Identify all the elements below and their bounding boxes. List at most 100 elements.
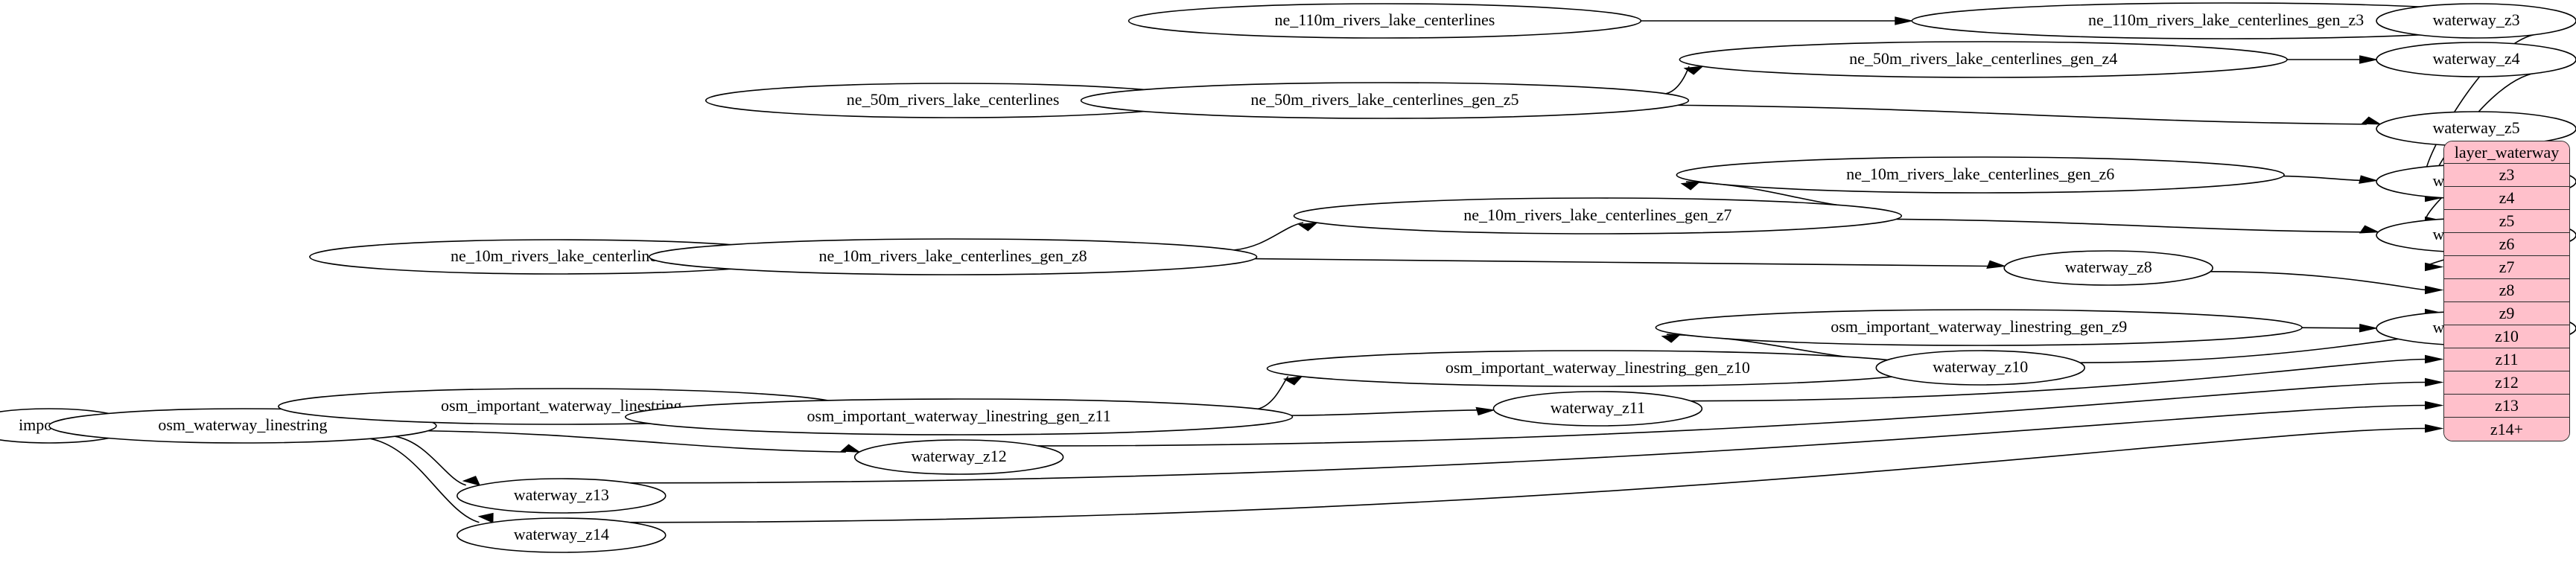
node-label-ne10m_z8: ne_10m_rivers_lake_centerlines_gen_z8 [819,246,1087,265]
edge-arrowhead [477,512,494,523]
node-shape [1676,157,2284,193]
graph-edge-wz14-to-table-z14+ [630,424,2444,523]
edge-arrowhead [2359,225,2380,234]
graph-node-ne110m_z3[interactable]: ne_110m_rivers_lake_centerlines_gen_z3 [1912,3,2540,39]
table-row-z4[interactable]: z4 [2444,187,2569,210]
edge-arrowhead [1680,181,1701,191]
graph-edge-osm_iwl_z11-to-osm_iwl_z10 [1258,375,1303,409]
edge-arrowhead [2361,116,2382,125]
edge-arrowhead [1683,66,1704,75]
node-label-osm_iwl_z10: osm_important_waterway_linestring_gen_z1… [1446,358,1750,377]
node-label-wz11: waterway_z11 [1551,398,1645,417]
graph-node-ne10m_z7[interactable]: ne_10m_rivers_lake_centerlines_gen_z7 [1294,198,1901,234]
edge-arrowhead [1895,16,1914,25]
graph-node-ne50m_z5[interactable]: ne_50m_rivers_lake_centerlines_gen_z5 [1081,83,1689,118]
table-row-label: z7 [2499,258,2515,276]
node-shape [649,239,1257,275]
edge-arrowhead [2425,424,2444,433]
graph-edge-ne110m-to-ne110m_z3 [1641,16,1914,25]
graph-edge-ne10m_z8-to-ne10m_z7 [1234,222,1319,250]
node-shape [1493,392,1702,426]
table-row-z10[interactable]: z10 [2444,325,2569,348]
table-row-z5[interactable]: z5 [2444,210,2569,233]
edge-arrowhead [2425,262,2444,272]
table-row-label: z11 [2495,350,2519,368]
table-row-z6[interactable]: z6 [2444,233,2569,256]
graph-edge-osm_iwl_z9-to-wz9 [2302,323,2379,333]
graph-node-wz8[interactable]: waterway_z8 [2004,251,2213,285]
graph-edge-wz8-to-table-z8 [2210,272,2444,295]
node-label-wz13: waterway_z13 [514,485,609,504]
table-row-label: z10 [2495,327,2519,345]
graph-node-ne10m_z6[interactable]: ne_10m_rivers_lake_centerlines_gen_z6 [1676,157,2284,193]
graph-node-wz12[interactable]: waterway_z12 [855,440,1063,474]
table-row-z7[interactable]: z7 [2444,256,2569,279]
node-shape [855,440,1063,474]
table-row-z8[interactable]: z8 [2444,279,2569,302]
graph-edge-wz12-to-table-z12 [1038,377,2444,446]
graph-edge-osm_iwl_z11-to-wz11 [1291,406,1496,416]
edge-line [2283,176,2363,181]
node-label-wz3: waterway_z3 [2432,10,2519,29]
node-shape [626,399,1293,435]
graph-node-wz4[interactable]: waterway_z4 [2376,42,2576,77]
node-label-wz4: waterway_z4 [2432,49,2519,68]
graph-node-osm_iwl_z11[interactable]: osm_important_waterway_linestring_gen_z1… [626,399,1293,435]
graph-node-ne10m_z8[interactable]: ne_10m_rivers_lake_centerlines_gen_z8 [649,239,1257,275]
node-label-ne10m: ne_10m_rivers_lake_centerlines [451,246,664,265]
graph-edge-ne10m_z7-to-wz7 [1896,219,2380,234]
node-label-osm_iwl_z11: osm_important_waterway_linestring_gen_z1… [807,406,1111,425]
node-label-wz14: waterway_z14 [514,525,609,543]
graph-node-ne50m[interactable]: ne_50m_rivers_lake_centerlines [706,83,1200,118]
edge-arrowhead [2359,55,2379,64]
table-row-z9[interactable]: z9 [2444,302,2569,325]
graph-edge-wz11-to-table-z11 [1691,354,2444,401]
edge-line [1255,259,1991,267]
table-row-label: z3 [2499,165,2515,184]
table-row-z14+[interactable]: z14+ [2444,418,2569,441]
graph-node-wz10[interactable]: waterway_z10 [1876,351,2084,385]
node-label-osm_iwl_z9: osm_important_waterway_linestring_gen_z9 [1831,317,2127,336]
graph-node-ne10m[interactable]: ne_10m_rivers_lake_centerlines [310,240,804,274]
table-row-label: z14+ [2490,419,2524,438]
edge-arrowhead [1297,222,1319,232]
node-label-wz10: waterway_z10 [1933,357,2028,376]
edge-arrowhead [2425,377,2444,387]
graph-node-ne50m_z4[interactable]: ne_50m_rivers_lake_centerlines_gen_z4 [1679,42,2287,77]
node-label-ne110m_z3: ne_110m_rivers_lake_centerlines_gen_z3 [2088,10,2364,29]
table-row-z11[interactable]: z11 [2444,348,2569,371]
edge-line [370,438,479,522]
edge-arrowhead [2359,323,2379,333]
table-row-z12[interactable]: z12 [2444,371,2569,395]
edge-line [1896,219,2364,232]
edge-arrowhead [462,476,481,486]
nodes-layer: imposm3osm_waterway_linestringosm_import… [0,3,2576,552]
graph-edge-ne50m_z4-to-wz4 [2287,55,2379,64]
node-label-ne50m_z4: ne_50m_rivers_lake_centerlines_gen_z4 [1849,49,2117,68]
table-row-z13[interactable]: z13 [2444,395,2569,418]
graph-node-wz3[interactable]: waterway_z3 [2376,4,2576,38]
graph-node-wz11[interactable]: waterway_z11 [1493,392,1702,426]
graph-edge-ne50m_z5-to-ne50m_z4 [1666,66,1704,94]
graph-node-osm_iwl_z9[interactable]: osm_important_waterway_linestring_gen_z9 [1656,310,2302,345]
node-shape [2376,4,2576,38]
table-row-label: z5 [2499,211,2515,230]
graph-node-wz5[interactable]: waterway_z5 [2376,112,2576,146]
graph-node-wz14[interactable]: waterway_z14 [457,518,666,552]
edge-arrowhead [2359,175,2379,184]
table-row-label: z9 [2499,304,2515,322]
edge-line [427,431,845,453]
edge-arrowhead [1475,406,1496,416]
node-shape [457,518,666,552]
graph-node-ne110m[interactable]: ne_110m_rivers_lake_centerlines [1129,4,1641,38]
graph-edge-osm_wl-to-wz14 [370,438,494,523]
edge-line [1691,360,2427,401]
graph-node-wz13[interactable]: waterway_z13 [457,479,666,513]
table-row-z3[interactable]: z3 [2444,164,2569,187]
edge-line [1678,105,2367,124]
node-shape [1081,83,1689,118]
table-row-label: z13 [2495,396,2519,415]
graph-node-osm_iwl_z10[interactable]: osm_important_waterway_linestring_gen_z1… [1268,351,1929,386]
